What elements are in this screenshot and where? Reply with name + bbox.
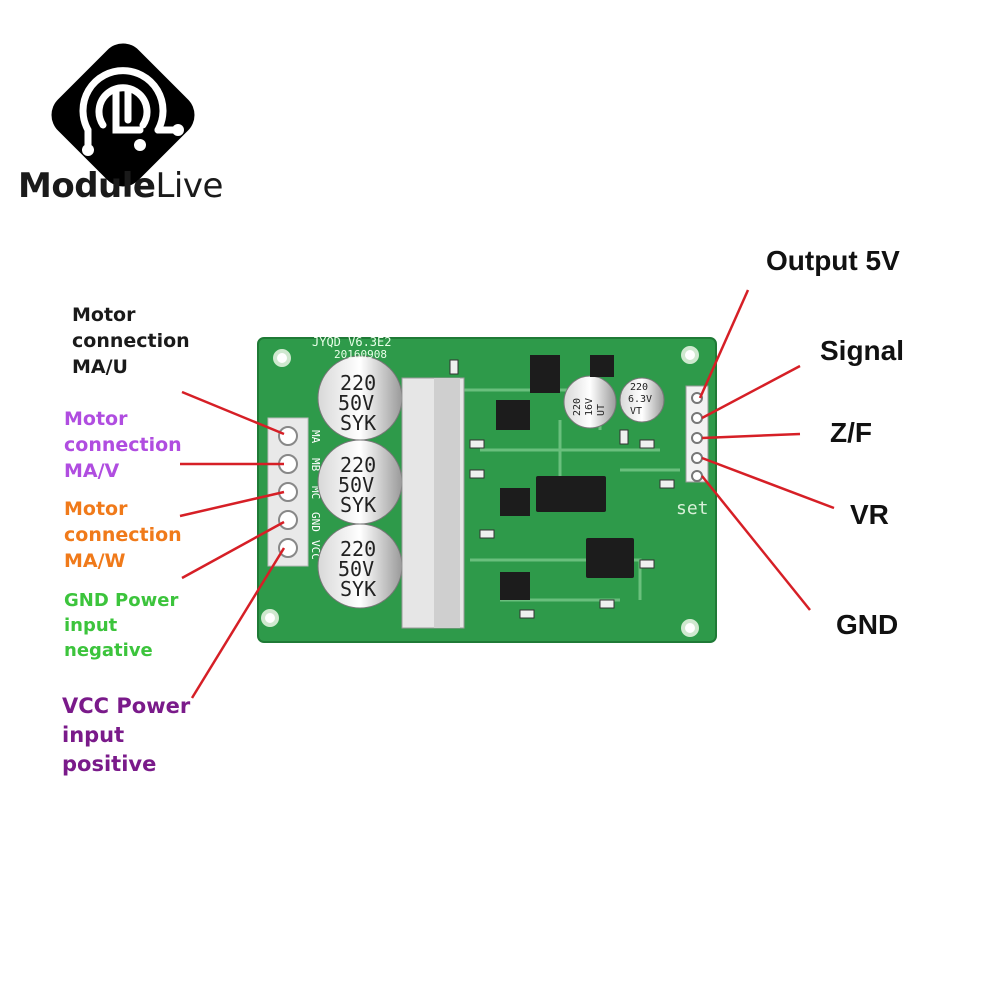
svg-text:UT: UT — [596, 404, 607, 416]
label-output-5v: Output 5V — [766, 245, 900, 276]
label-vr: VR — [850, 499, 889, 530]
label-gnd-power: GND Power input negative — [64, 588, 178, 663]
svg-text:SYK: SYK — [340, 577, 376, 601]
label-vcc-power: VCC Power input positive — [62, 692, 190, 779]
label-gnd-line2: input — [64, 615, 118, 636]
label-ma-w-line2: connection — [64, 524, 182, 546]
right-pins — [691, 392, 703, 482]
svg-text:6.3V: 6.3V — [628, 394, 652, 405]
line-signal — [701, 364, 801, 420]
svg-text:220: 220 — [340, 453, 376, 477]
label-ma-w-line3: MA/W — [64, 550, 126, 572]
line-vcc — [190, 547, 286, 699]
line-gnd-right — [701, 475, 811, 611]
label-ma-u-line2: connection — [72, 330, 190, 352]
svg-text:SYK: SYK — [340, 493, 376, 517]
capacitor-small-1: 220 16V UT — [563, 375, 617, 429]
modulelive-logo — [51, 43, 195, 187]
label-ma-u-line3: MA/U — [72, 356, 128, 378]
svg-text:VT: VT — [630, 406, 642, 417]
capacitor-big-1: 220 50V SYK — [317, 355, 403, 441]
label-vcc-line2: input — [62, 723, 125, 747]
label-gnd-line1: GND Power — [64, 590, 179, 611]
pin-label-vcc: VCC — [309, 540, 322, 560]
pin-label-ma: MA — [309, 430, 322, 444]
line-zf — [701, 432, 801, 440]
smd-parts — [449, 359, 675, 619]
pin-label-gnd: GND — [309, 512, 322, 532]
svg-text:220: 220 — [340, 537, 376, 561]
label-signal: Signal — [820, 335, 905, 366]
label-ma-w: Motor connection MA/W — [64, 496, 182, 574]
svg-text:220: 220 — [340, 371, 376, 395]
left-pins — [278, 426, 298, 558]
label-ma-u: Motor connection MA/U — [72, 302, 190, 380]
svg-text:SYK: SYK — [340, 411, 376, 435]
label-gnd: GND — [836, 609, 899, 640]
svg-text:50V: 50V — [338, 473, 374, 497]
silk-date: 20160908 — [334, 348, 387, 361]
capacitor-big-2: 220 50V SYK — [317, 439, 403, 525]
annotation-lines — [179, 289, 835, 699]
label-vcc-line3: positive — [62, 752, 157, 776]
label-vcc-line1: VCC Power — [62, 694, 191, 718]
line-vr — [701, 456, 835, 510]
svg-text:220: 220 — [630, 382, 648, 393]
svg-text:220: 220 — [572, 398, 583, 416]
label-ma-v: Motor connection MA/V — [64, 406, 182, 484]
line-ma-w — [179, 490, 285, 518]
label-zf: Z/F — [830, 417, 872, 448]
capacitor-small-2: 220 6.3V VT — [619, 377, 665, 423]
label-ma-u-line1: Motor — [72, 304, 136, 326]
label-ma-v-line1: Motor — [64, 408, 128, 430]
line-gnd-left — [181, 520, 285, 580]
line-ma-u — [181, 390, 285, 436]
line-output-5v — [698, 289, 750, 399]
brand-light: Live — [155, 166, 223, 206]
mount-holes — [261, 346, 699, 637]
label-ma-v-line3: MA/V — [64, 460, 120, 482]
svg-text:50V: 50V — [338, 391, 374, 415]
pin-label-mb: MB — [309, 458, 322, 472]
silk-version: JYQD V6.3E2 — [312, 335, 391, 349]
label-gnd-line3: negative — [64, 640, 153, 661]
brand-name: ModuleLive — [18, 166, 223, 206]
set-label: set — [676, 498, 709, 519]
label-ma-v-line2: connection — [64, 434, 182, 456]
svg-text:16V: 16V — [584, 398, 595, 416]
svg-text:50V: 50V — [338, 557, 374, 581]
ic-chips — [496, 355, 634, 600]
brand-bold: Module — [18, 166, 156, 206]
capacitor-big-3: 220 50V SYK — [317, 523, 403, 609]
label-ma-w-line1: Motor — [64, 498, 128, 520]
